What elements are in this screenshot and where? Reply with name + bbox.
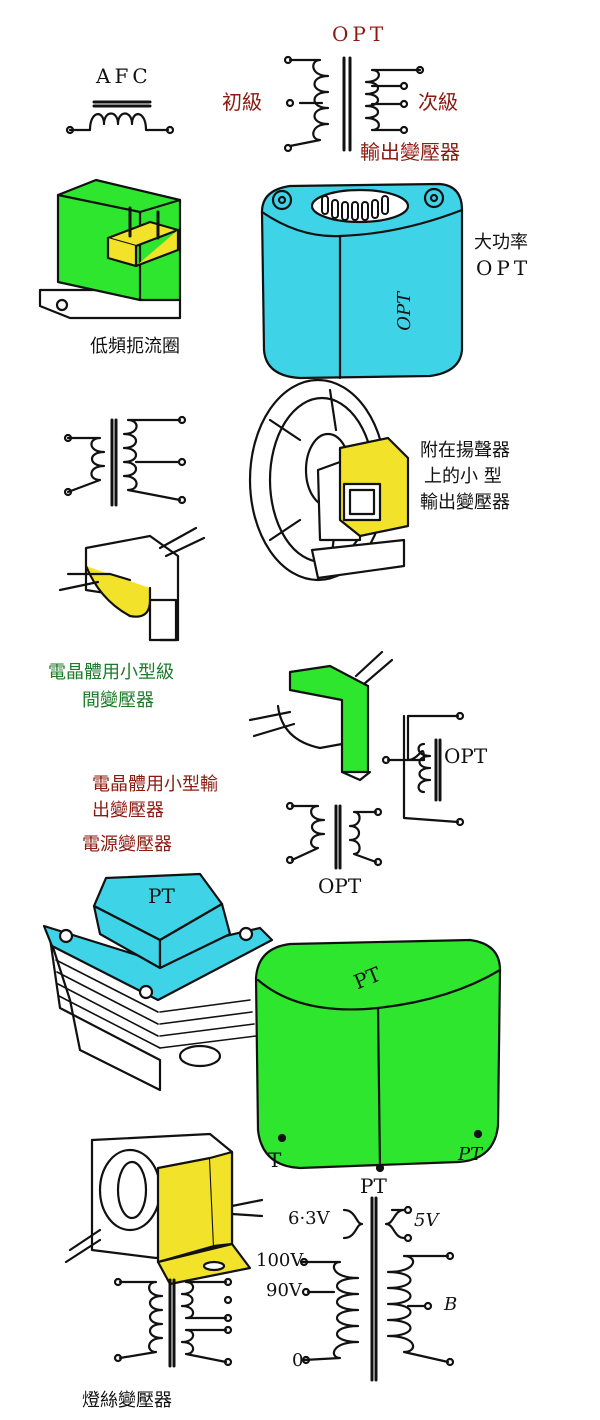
v90-label: 90V xyxy=(266,1280,302,1301)
opt-mid-label: OPT xyxy=(318,874,362,898)
lf-choke-label: 低頻扼流圈 xyxy=(90,336,180,357)
lf-choke-drawing xyxy=(38,178,182,320)
opt-symbol-mid xyxy=(285,801,383,870)
opt-symbol-right xyxy=(381,711,465,827)
output-transformer-label: 輸出變壓器 xyxy=(360,140,460,164)
speaker-mounted-label-2: 上的小 型 xyxy=(424,466,502,487)
primary-label: 初級 xyxy=(222,90,262,114)
b-label: B xyxy=(444,1294,458,1315)
pt-symbol-label: PT xyxy=(360,1174,387,1198)
opt-symbol-top xyxy=(283,55,425,153)
t-label: T xyxy=(268,1148,282,1172)
small-output-transformer-drawing xyxy=(248,650,394,782)
afc-label: AFC xyxy=(96,64,152,88)
afc-coil-symbol xyxy=(65,100,175,135)
speaker-mounted-label-1: 附在揚聲器 xyxy=(420,440,510,461)
small-transformer-symbol xyxy=(63,415,187,507)
opt-right-label: OPT xyxy=(444,744,488,768)
v5-label: 5V xyxy=(414,1210,439,1231)
interstage-transformer-drawing xyxy=(58,526,206,642)
high-power-opt-label: OPT xyxy=(476,256,532,280)
v63-label: 6·3V xyxy=(288,1208,330,1229)
interstage-label-1: 電晶體用小型級 xyxy=(48,662,174,683)
pt-symbol xyxy=(299,1196,455,1382)
filament-transformer-symbol xyxy=(113,1277,233,1368)
small-output-label-1: 電晶體用小型輸 xyxy=(92,774,218,795)
v100-label: 100V xyxy=(256,1250,304,1271)
v0-label: 0 xyxy=(292,1350,304,1371)
high-power-opt-drawing xyxy=(260,182,464,380)
filament-transformer-drawing xyxy=(64,1132,264,1286)
opt-top-label: OPT xyxy=(332,22,388,46)
high-power-label: 大功率 xyxy=(474,232,528,253)
interstage-label-2: 間變壓器 xyxy=(82,690,154,711)
filament-transformer-label: 燈絲變壓器 xyxy=(82,1390,172,1411)
small-output-label-2: 出變壓器 xyxy=(92,800,164,821)
power-transformer-cap-drawing xyxy=(42,872,274,1092)
speaker-drawing xyxy=(248,378,410,582)
power-transformer-label: 電源變壓器 xyxy=(82,834,172,855)
opt-case-marking: OPT xyxy=(394,291,416,331)
secondary-label: 次級 xyxy=(418,90,458,114)
power-transformer-case-drawing xyxy=(254,938,502,1173)
pt-cap-label: PT xyxy=(148,884,175,908)
speaker-mounted-label-3: 輸出變壓器 xyxy=(420,492,510,513)
pt-corner-label: PT xyxy=(458,1144,483,1165)
